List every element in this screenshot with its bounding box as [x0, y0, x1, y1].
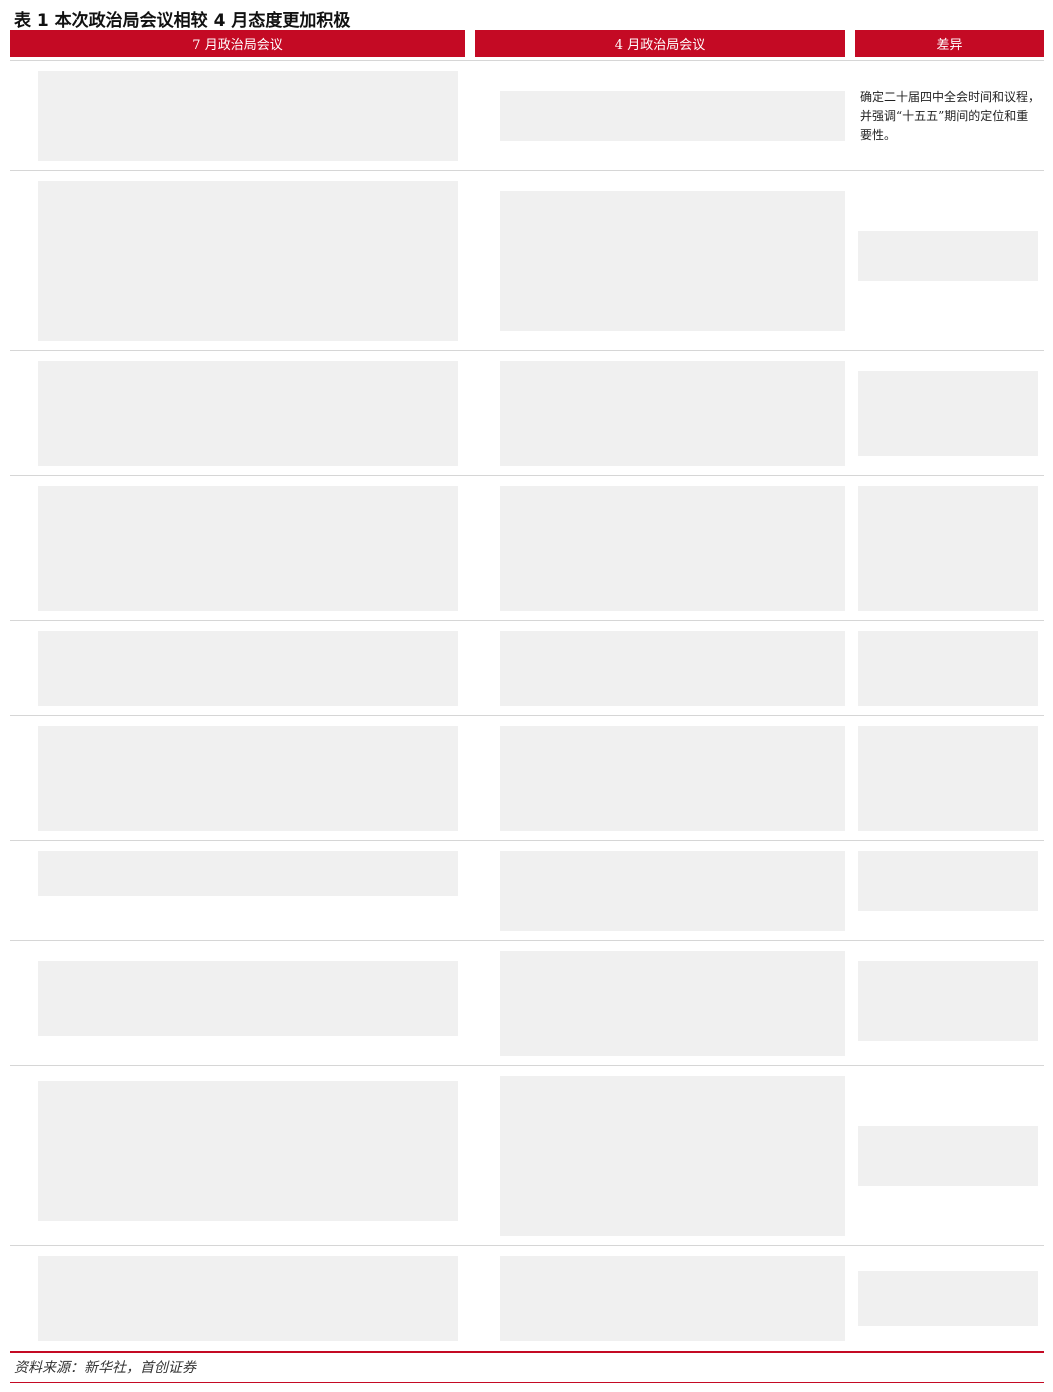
text-placeholder — [38, 181, 458, 341]
text-placeholder — [500, 851, 845, 931]
text-placeholder — [858, 851, 1038, 911]
header-col-april: 4 月政治局会议 — [475, 30, 845, 57]
text-placeholder — [38, 1256, 458, 1341]
text-placeholder — [38, 631, 458, 706]
diff-note: 确定二十届四中全会时间和议程，并强调“十五五”期间的定位和重要性。 — [860, 90, 1041, 142]
text-placeholder — [858, 1271, 1038, 1326]
text-placeholder — [38, 851, 458, 896]
source-note: 资料来源：新华社，首创证券 — [14, 1360, 196, 1376]
text-placeholder — [500, 1256, 845, 1341]
text-placeholder — [858, 1126, 1038, 1186]
table-row — [10, 715, 1044, 841]
text-placeholder — [38, 71, 458, 161]
text-placeholder — [858, 631, 1038, 706]
text-placeholder — [500, 486, 845, 611]
table-row — [10, 350, 1044, 476]
table-row — [10, 475, 1044, 621]
table-title: 表 1 本次政治局会议相较 4 月态度更加积极 — [14, 11, 351, 31]
table-row — [10, 620, 1044, 716]
text-placeholder — [500, 191, 845, 331]
text-placeholder — [858, 371, 1038, 456]
text-placeholder — [38, 361, 458, 466]
text-placeholder — [858, 726, 1038, 831]
text-placeholder — [858, 486, 1038, 611]
text-placeholder — [500, 726, 845, 831]
page-bottom-rule — [10, 1382, 1044, 1383]
text-placeholder — [38, 1081, 458, 1221]
header-col-diff: 差异 — [855, 30, 1044, 57]
table-row — [10, 1065, 1044, 1246]
text-placeholder — [500, 951, 845, 1056]
text-placeholder — [38, 961, 458, 1036]
header-col-july: 7 月政治局会议 — [10, 30, 465, 57]
text-placeholder — [500, 91, 845, 141]
text-placeholder — [500, 631, 845, 706]
table-row — [10, 1245, 1044, 1351]
table-row — [10, 840, 1044, 941]
table-row — [10, 940, 1044, 1066]
table-row — [10, 60, 1044, 171]
text-placeholder — [38, 486, 458, 611]
text-placeholder — [858, 231, 1038, 281]
text-placeholder — [500, 361, 845, 466]
text-placeholder — [38, 726, 458, 831]
table-bottom-rule — [10, 1351, 1044, 1353]
table-row — [10, 170, 1044, 351]
text-placeholder — [500, 1076, 845, 1236]
text-placeholder — [858, 961, 1038, 1041]
